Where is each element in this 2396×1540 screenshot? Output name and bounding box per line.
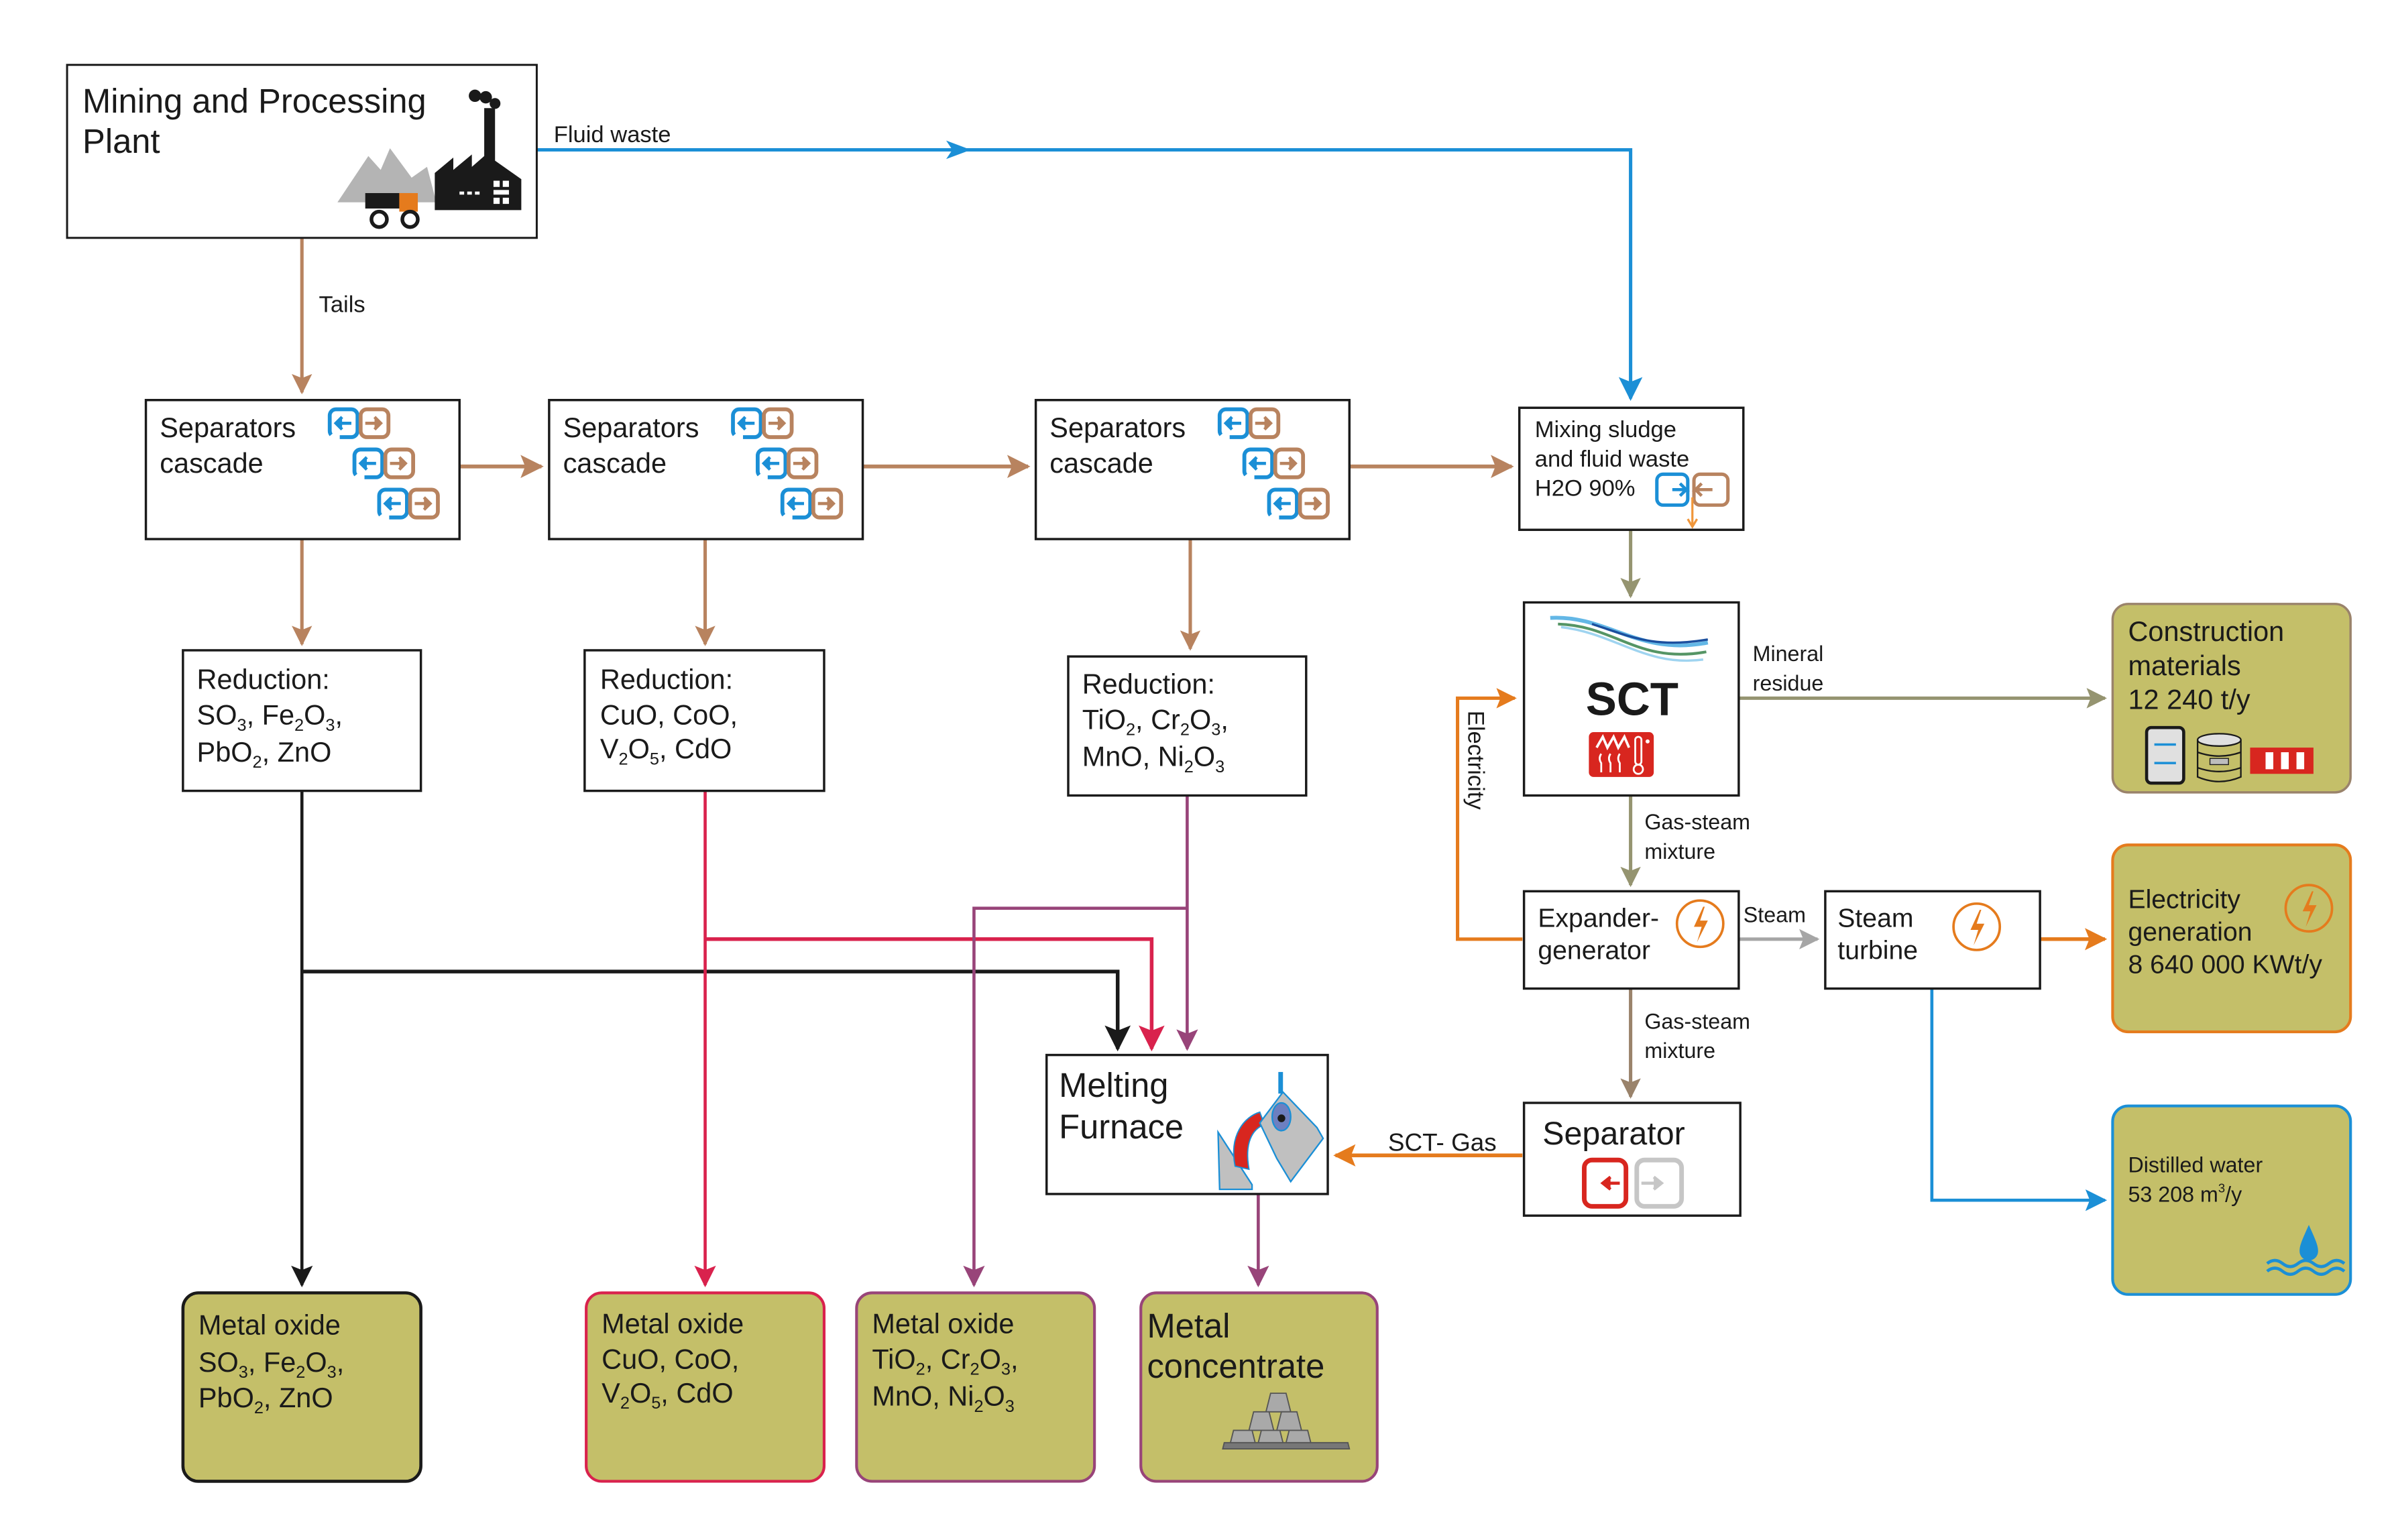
edge-turbine-water: [1930, 988, 2108, 1211]
red2-title: Reduction:: [600, 664, 733, 695]
out2-title: Metal oxide: [602, 1307, 744, 1339]
lightning-icon: [1952, 902, 2002, 951]
expander-line-2: generator: [1538, 937, 1650, 965]
sct-label: SCT: [1586, 673, 1678, 725]
heat-thermometer-icon: [1589, 732, 1654, 777]
sep3-title-2: cascade: [1049, 447, 1153, 479]
out2-line-1: CuO, CoO,: [602, 1343, 739, 1374]
gold-bars-icon: [1222, 1393, 1351, 1449]
turbine-line-2: turbine: [1837, 937, 1918, 965]
edge-label-mineral-1: Mineral: [1753, 642, 1824, 666]
node-electricity-generation[interactable]: Electricity generation 8 640 000 KWt/y: [2111, 843, 2352, 1034]
red2-line-2: V2O5, CdO: [600, 733, 732, 768]
node-expander-generator[interactable]: Expander- generator: [1522, 890, 1740, 990]
red1-title: Reduction:: [197, 664, 330, 695]
node-distilled-water[interactable]: Distilled water 53 208 m3/y: [2111, 1104, 2352, 1296]
turbine-line-1: Steam: [1837, 904, 1913, 933]
water-drop-icon: [2266, 1225, 2346, 1277]
mixing-line-3: H2O 90%: [1535, 476, 1636, 501]
edge-label-gassteam2-1: Gas-steam: [1644, 1009, 1750, 1033]
node-metal-oxide-3[interactable]: Metal oxide TiO2, Cr2O3, MnO, Ni2O3: [855, 1291, 1096, 1483]
concentrate-line-2: concentrate: [1147, 1347, 1324, 1385]
node-construction-materials[interactable]: Construction materials 12 240 t/y: [2111, 603, 2352, 794]
node-reduction-3[interactable]: Reduction: TiO2, Cr2O3, MnO, Ni2O3: [1067, 655, 1308, 797]
node-metal-concentrate[interactable]: Metal concentrate: [1139, 1291, 1379, 1483]
sep2-title-1: Separators: [563, 412, 699, 443]
red1-line-2: PbO2, ZnO: [197, 736, 332, 772]
node-sct[interactable]: SCT: [1522, 601, 1740, 797]
edge-label-tails: Tails: [319, 292, 365, 317]
out3-title: Metal oxide: [872, 1307, 1014, 1339]
edge-label-electricity: Electricity: [1463, 711, 1489, 811]
red3-line-2: MnO, Ni2O3: [1082, 741, 1225, 776]
node-metal-oxide-1[interactable]: Metal oxide SO3, Fe2O3, PbO2, ZnO: [181, 1291, 422, 1483]
edge-red1-furnace: [302, 969, 1131, 1052]
sep3-title-1: Separators: [1049, 412, 1186, 443]
edge-red2-furnace: [705, 937, 1165, 1052]
plant-title-2: Plant: [82, 122, 160, 160]
expander-line-1: Expander-: [1538, 904, 1659, 933]
node-separators-cascade-3[interactable]: Separators cascade: [1034, 398, 1351, 540]
building-materials-icon: [2145, 725, 2314, 785]
out1-line-2: PbO2, ZnO: [198, 1382, 333, 1417]
plant-title-1: Mining and Processing: [82, 82, 426, 120]
electricity-line-2: generation: [2128, 918, 2252, 947]
mixing-line-2: and fluid waste: [1535, 447, 1689, 472]
node-separators-cascade-1[interactable]: Separators cascade: [144, 398, 461, 540]
mixing-line-1: Mixing sludge: [1535, 417, 1676, 442]
node-metal-oxide-2[interactable]: Metal oxide CuO, CoO, V2O5, CdO: [585, 1291, 826, 1483]
edge-label-steam: Steam: [1744, 902, 1806, 927]
edge-red3-out3: [963, 906, 1188, 1288]
out2-line-2: V2O5, CdO: [602, 1377, 733, 1413]
sep1-title-2: cascade: [160, 447, 263, 479]
red3-line-1: TiO2, Cr2O3,: [1082, 703, 1229, 739]
mixer-icon: [1655, 472, 1730, 529]
node-separator[interactable]: Separator: [1522, 1102, 1742, 1217]
node-reduction-2[interactable]: Reduction: CuO, CoO, V2O5, CdO: [583, 649, 825, 792]
edge-electricity-loop: [1456, 688, 1523, 941]
concentrate-line-1: Metal: [1147, 1307, 1230, 1345]
lightning-icon: [2284, 884, 2334, 933]
edge-label-gassteam2-2: mixture: [1644, 1039, 1715, 1063]
edge-fluid-waste-mid-arrow: [946, 140, 971, 160]
edges: Fluid waste Tails Mineral residue Gas-st…: [291, 122, 2108, 1288]
node-steam-turbine[interactable]: Steam turbine: [1824, 890, 2041, 990]
factory-mine-icon: [337, 89, 522, 229]
node-mixing-sludge[interactable]: Mixing sludge and fluid waste H2O 90%: [1518, 406, 1745, 531]
out1-line-1: SO3, Fe2O3,: [198, 1346, 344, 1382]
construction-line-3: 12 240 t/y: [2128, 683, 2250, 715]
construction-line-1: Construction: [2128, 615, 2284, 647]
lightning-icon: [1675, 899, 1725, 949]
out3-line-1: TiO2, Cr2O3,: [872, 1343, 1018, 1378]
furnace-line-2: Furnace: [1059, 1108, 1184, 1146]
furnace-line-1: Melting: [1059, 1066, 1168, 1104]
sep2-title-2: cascade: [563, 447, 667, 479]
water-line-2: 53 208 m3/y: [2128, 1181, 2242, 1207]
electricity-line-1: Electricity: [2128, 886, 2240, 914]
edge-label-sct-gas: SCT- Gas: [1388, 1128, 1497, 1156]
out1-title: Metal oxide: [198, 1309, 341, 1341]
red2-line-1: CuO, CoO,: [600, 699, 738, 731]
electricity-line-3: 8 640 000 KWt/y: [2128, 950, 2322, 979]
wave-logo-icon: [1550, 615, 1709, 662]
node-separators-cascade-2[interactable]: Separators cascade: [548, 398, 864, 540]
edge-label-mineral-2: residue: [1753, 671, 1824, 695]
node-melting-furnace[interactable]: Melting Furnace: [1045, 1053, 1329, 1195]
edge-label-gassteam1-2: mixture: [1644, 839, 1715, 864]
node-mining-plant[interactable]: Mining and Processing Plant: [66, 64, 538, 239]
out3-line-2: MnO, Ni2O3: [872, 1380, 1015, 1416]
ladle-furnace-icon: [1217, 1071, 1324, 1191]
red3-title: Reduction:: [1082, 668, 1215, 699]
red1-line-1: SO3, Fe2O3,: [197, 699, 343, 735]
water-line-1: Distilled water: [2128, 1153, 2263, 1177]
edge-label-fluid-waste: Fluid waste: [554, 122, 671, 147]
edge-label-gassteam1-1: Gas-steam: [1644, 810, 1750, 834]
separator-label: Separator: [1542, 1116, 1685, 1152]
edge-fluid-waste: [536, 147, 1643, 401]
sep1-title-1: Separators: [160, 412, 296, 443]
separator-icon: [1582, 1157, 1685, 1209]
construction-line-2: materials: [2128, 650, 2240, 681]
node-reduction-1[interactable]: Reduction: SO3, Fe2O3, PbO2, ZnO: [182, 649, 422, 792]
